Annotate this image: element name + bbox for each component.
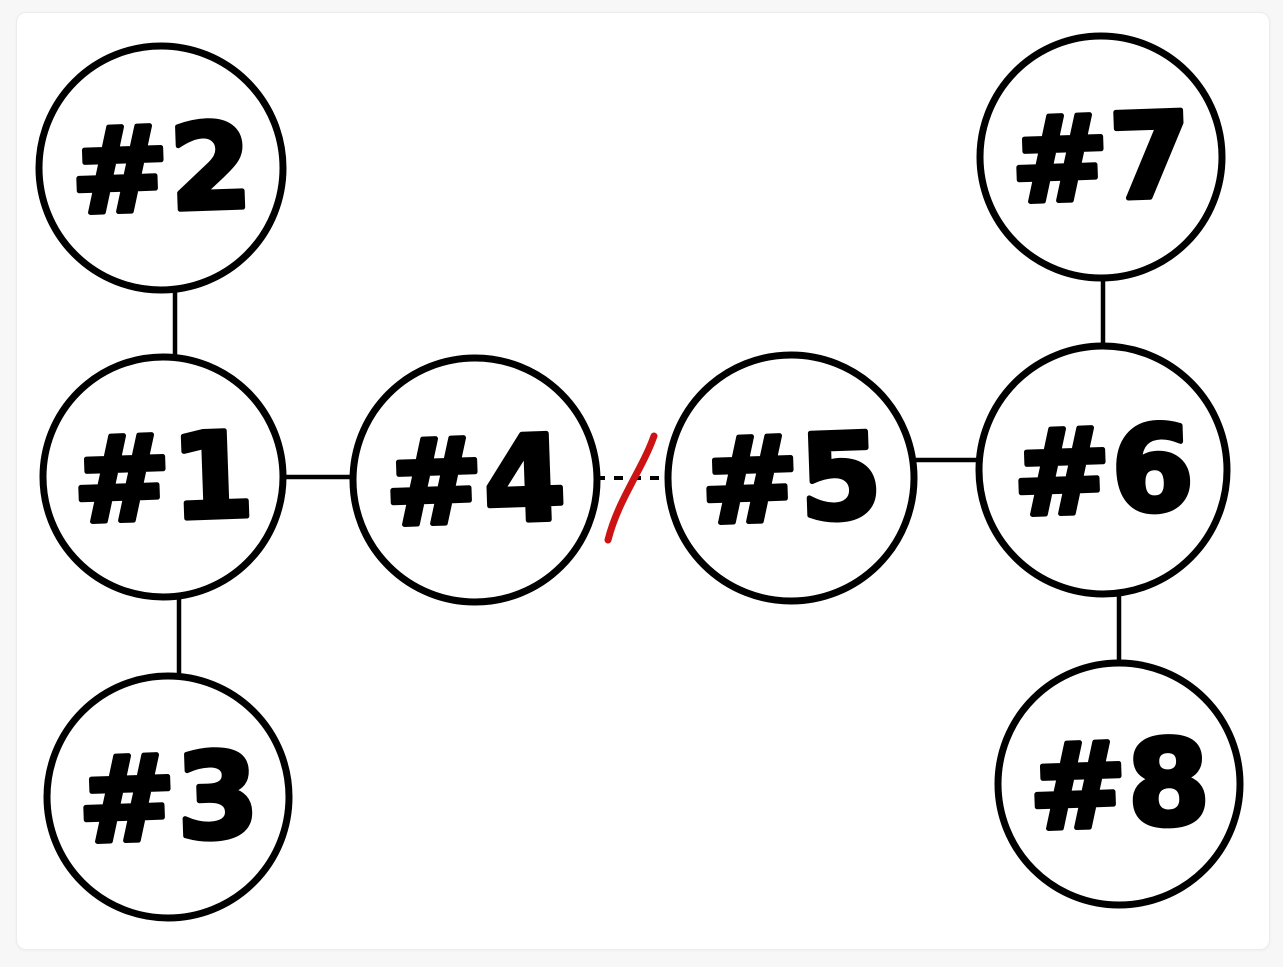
node-6-circle (975, 342, 1231, 598)
broken-connection-slash (604, 432, 658, 544)
node-6: #6 (975, 342, 1231, 598)
node-2: #2 (35, 42, 287, 294)
node-5-label: #5 (698, 407, 884, 551)
node-6-label: #6 (1010, 399, 1196, 543)
node-4-circle (349, 354, 601, 606)
node-8-label: #8 (1026, 713, 1212, 857)
node-3-label: #3 (75, 726, 261, 870)
node-3-circle (43, 672, 293, 922)
node-4-label: #4 (382, 409, 568, 553)
node-5: #5 (664, 351, 918, 605)
node-1: #1 (39, 353, 287, 601)
node-7: #7 (976, 32, 1226, 282)
node-7-circle (976, 32, 1226, 282)
node-2-label: #2 (68, 97, 254, 241)
node-3: #3 (43, 672, 293, 922)
node-7-label: #7 (1008, 86, 1194, 230)
node-2-circle (35, 42, 287, 294)
node-1-circle (39, 353, 287, 601)
node-8-circle (994, 659, 1244, 909)
node-4: #4 (349, 354, 601, 606)
node-1-label: #1 (70, 406, 256, 550)
node-5-circle (664, 351, 918, 605)
node-8: #8 (994, 659, 1244, 909)
